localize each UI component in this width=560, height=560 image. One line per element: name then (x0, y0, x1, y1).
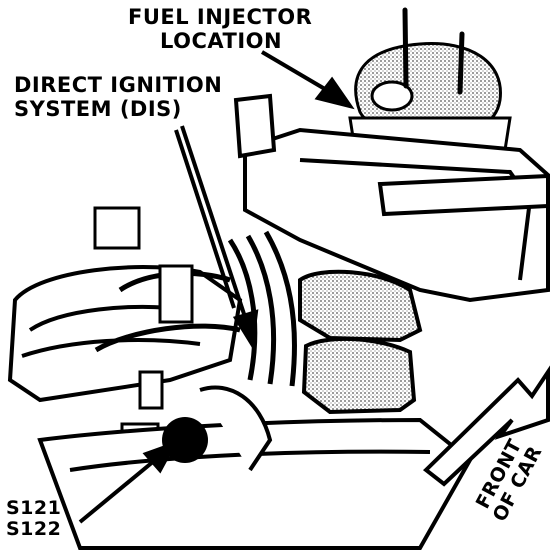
throttle-body (348, 42, 512, 152)
dis-label: DIRECT IGNITION SYSTEM (DIS) (14, 73, 223, 121)
fuel-injector-label: FUEL INJECTOR LOCATION (128, 5, 313, 53)
fuel-injector-label-line1: FUEL INJECTOR (128, 5, 313, 29)
injector-studs (402, 7, 465, 95)
connector-label: S121 S122 (6, 497, 62, 541)
fuel-injector-label-line2: LOCATION (160, 28, 283, 53)
front-arrow (422, 365, 550, 487)
connector-label-s122: S122 (6, 518, 62, 541)
engine-block-lower (37, 385, 473, 550)
splice-marker (162, 417, 208, 463)
spark-plug-wires (94, 230, 297, 387)
intake-manifold (233, 93, 550, 303)
pointer-arrows (78, 50, 355, 524)
dis-coil-pack (298, 269, 423, 415)
connector-label-s121: S121 (6, 497, 62, 519)
dis-label-line1: DIRECT IGNITION (14, 73, 223, 97)
dis-label-line2: SYSTEM (DIS) (14, 96, 182, 121)
